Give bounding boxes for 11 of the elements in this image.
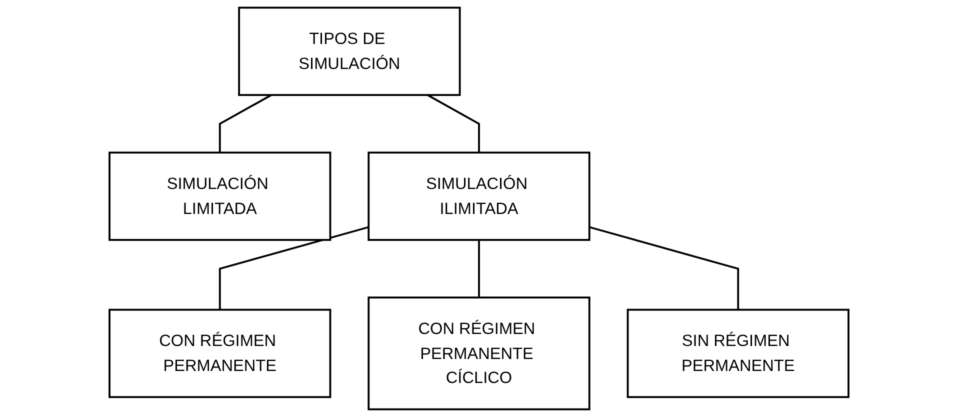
node-box: SIMULACIÓN ILIMITADA <box>368 152 590 241</box>
connector <box>218 94 272 153</box>
node-box: SIN RÉGIMEN PERMANENTE <box>626 308 850 398</box>
connector <box>218 226 369 310</box>
node-box: SIMULACIÓN LIMITADA <box>108 152 332 241</box>
connector <box>478 240 480 298</box>
node-box: TIPOS DE SIMULACIÓN <box>238 6 461 96</box>
connector <box>427 94 480 153</box>
node-box: CON RÉGIMEN PERMANENTE CÍCLICO <box>368 296 590 410</box>
node-box: CON RÉGIMEN PERMANENTE <box>108 308 332 398</box>
connector <box>589 226 740 310</box>
